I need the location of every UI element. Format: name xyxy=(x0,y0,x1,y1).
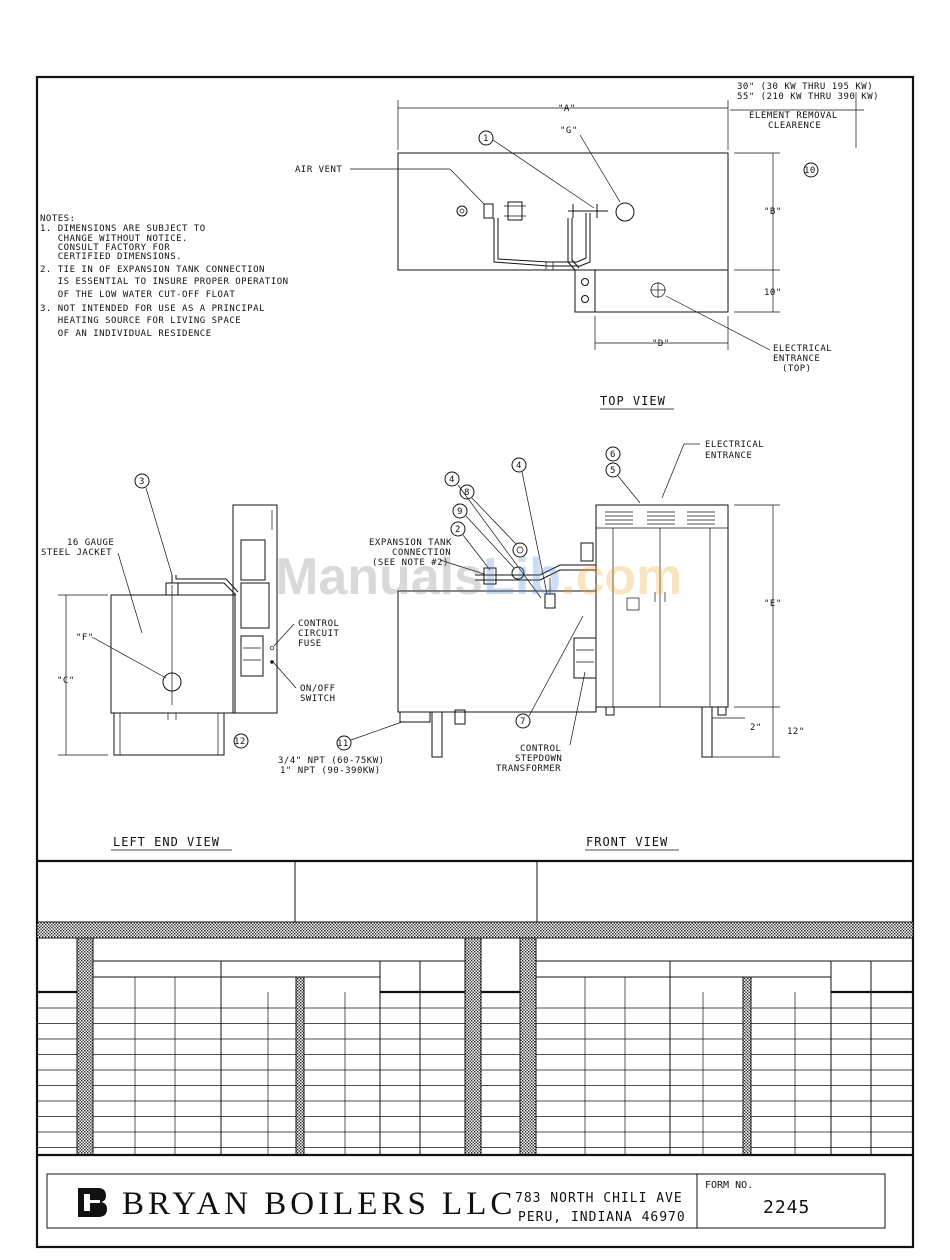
callout-4b: 4 xyxy=(516,461,522,471)
notes-heading: NOTES: xyxy=(40,214,76,224)
hatch-band xyxy=(36,921,914,939)
elec-entrance-front-2: ENTRANCE xyxy=(705,451,752,461)
callout-3: 3 xyxy=(139,477,145,487)
control-fuse-3: FUSE xyxy=(298,639,322,649)
front-view-title: FRONT VIEW xyxy=(586,835,668,849)
note-line: 3. NOT INTENDED FOR USE AS A PRINCIPAL xyxy=(40,304,265,314)
dim-c-label: "C" xyxy=(57,676,75,686)
dim-e-label: "E" xyxy=(764,599,782,609)
address-line2: PERU, INDIANA 46970 xyxy=(518,1210,686,1225)
element-removal-2: CLEARENCE xyxy=(768,121,821,131)
dim-b-label: "B" xyxy=(764,207,782,217)
transformer-1: CONTROL xyxy=(520,744,561,754)
dim-d-label: "D" xyxy=(652,339,670,349)
company-name: BRYAN BOILERS LLC xyxy=(122,1186,516,1222)
expansion-2: CONNECTION xyxy=(392,548,451,558)
table-row-lines xyxy=(37,1007,913,1148)
callout-7: 7 xyxy=(520,717,526,727)
note-line: HEATING SOURCE FOR LIVING SPACE xyxy=(40,316,241,326)
note-line: 2. TIE IN OF EXPANSION TANK CONNECTION xyxy=(40,265,265,275)
address-line1: 783 NORTH CHILI AVE xyxy=(515,1191,683,1206)
callout-8: 8 xyxy=(464,488,470,498)
clearance-line2: 55" (210 KW THRU 390 KW) xyxy=(737,92,879,102)
front-cabinet xyxy=(595,504,729,708)
bryan-logo-icon xyxy=(78,1188,107,1217)
elec-entrance-top-3: (TOP) xyxy=(782,364,812,374)
left-end-view: 3 16 GAUGE STEEL JACKET "F" "C" 12 CONTR… xyxy=(41,473,340,851)
callout-10: 10 xyxy=(804,166,816,176)
notes: NOTES: 1. DIMENSIONS ARE SUBJECT TO CHAN… xyxy=(40,214,289,339)
note-line: IS ESSENTIAL TO INSURE PROPER OPERATION xyxy=(40,277,289,287)
dim-12in-label: 12" xyxy=(787,727,805,737)
callout-9: 9 xyxy=(457,507,463,517)
elec-entrance-front-1: ELECTRICAL xyxy=(705,440,764,450)
callout-6: 6 xyxy=(610,450,616,460)
top-view: 30" (30 KW THRU 195 KW) 55" (210 KW THRU… xyxy=(295,82,879,410)
clearance-line1: 30" (30 KW THRU 195 KW) xyxy=(737,82,873,92)
spec-table xyxy=(36,859,914,1157)
callout-2: 2 xyxy=(455,525,461,535)
sheet-border xyxy=(35,75,915,1249)
steel-jacket-2: STEEL JACKET xyxy=(41,548,112,558)
air-vent-label: AIR VENT xyxy=(295,165,342,175)
steel-jacket-1: 16 GAUGE xyxy=(67,538,114,548)
callout-11: 11 xyxy=(337,739,349,749)
control-fuse-1: CONTROL xyxy=(298,619,339,629)
npt-2: 1" NPT (90-390KW) xyxy=(280,766,381,776)
note-line: CHANGE WITHOUT NOTICE. xyxy=(40,234,188,244)
note-line: CERTIFIED DIMENSIONS. xyxy=(40,252,182,262)
note-line: CONSULT FACTORY FOR xyxy=(40,243,170,253)
onoff-2: SWITCH xyxy=(300,694,336,704)
form-label: FORM NO. xyxy=(705,1180,753,1191)
front-body xyxy=(397,590,597,713)
top-view-body xyxy=(397,152,729,271)
top-view-title: TOP VIEW xyxy=(600,394,666,408)
note-line: 1. DIMENSIONS ARE SUBJECT TO xyxy=(40,224,206,234)
callout-12: 12 xyxy=(234,737,246,747)
transformer-2: STEPDOWN xyxy=(515,754,562,764)
callout-5: 5 xyxy=(610,466,616,476)
watermark: ManualsLib.com xyxy=(275,548,682,606)
element-removal-1: ELEMENT REMOVAL xyxy=(749,111,838,121)
dim-a-label: "A" xyxy=(558,104,576,114)
note-line: OF THE LOW WATER CUT-OFF FLOAT xyxy=(40,290,235,300)
transformer-3: TRANSFORMER xyxy=(496,764,561,774)
front-view: 4 4 8 9 2 EXPANSION TANK CONNECTION (SEE… xyxy=(278,440,805,851)
onoff-1: ON/OFF xyxy=(300,684,336,694)
form-number: 2245 xyxy=(763,1197,810,1218)
title-block: BRYAN BOILERS LLC 783 NORTH CHILI AVE PE… xyxy=(46,1173,886,1229)
dim-f-label: "F" xyxy=(76,633,94,643)
expansion-3: (SEE NOTE #2) xyxy=(372,558,449,568)
left-end-body xyxy=(110,594,236,714)
expansion-1: EXPANSION TANK xyxy=(369,538,452,548)
left-end-view-title: LEFT END VIEW xyxy=(113,835,220,849)
table-column-lines xyxy=(134,977,796,1155)
dim-10in-label: 10" xyxy=(764,288,782,298)
npt-1: 3/4" NPT (60-75KW) xyxy=(278,756,385,766)
callout-1: 1 xyxy=(483,134,489,144)
control-fuse-2: CIRCUIT xyxy=(298,629,340,639)
callout-4a: 4 xyxy=(449,475,455,485)
elec-entrance-top-2: ENTRANCE xyxy=(773,354,820,364)
vent-louvers xyxy=(605,511,715,525)
dim-2in-label: 2" xyxy=(750,723,762,733)
dim-g-label: "G" xyxy=(560,126,578,136)
elec-entrance-top-1: ELECTRICAL xyxy=(773,344,832,354)
note-line: OF AN INDIVIDUAL RESIDENCE xyxy=(40,329,212,339)
